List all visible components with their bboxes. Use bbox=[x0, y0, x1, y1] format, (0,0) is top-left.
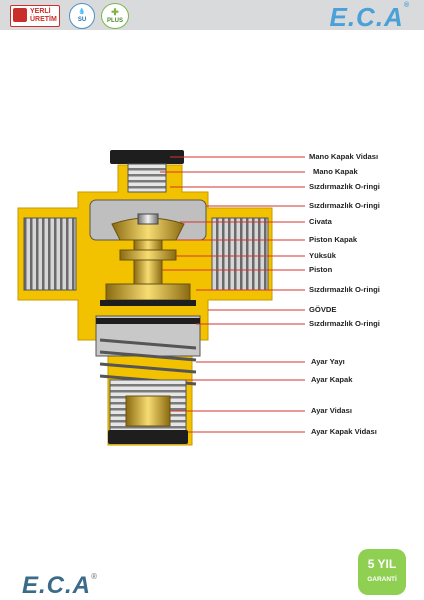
label-oring-3: Sızdırmazlık O-ringi bbox=[309, 285, 380, 294]
label-adjust-cap: Ayar Kapak bbox=[311, 375, 353, 384]
label-adjust-cap-screw: Ayar Kapak Vidası bbox=[311, 427, 377, 436]
label-mano-cap-screw: Mano Kapak Vidası bbox=[309, 152, 379, 161]
label-piston: Piston bbox=[309, 265, 333, 274]
hygiene-plus-label: PLUS bbox=[106, 18, 123, 24]
eca-logo-bottom: E.C.A® bbox=[22, 572, 98, 599]
warranty-label: GARANTİ bbox=[367, 576, 397, 583]
piston-stem bbox=[133, 239, 163, 287]
local-production-badge: YERLİ ÜRETİM bbox=[10, 5, 60, 27]
right-port-thread bbox=[211, 217, 269, 291]
warranty-years: 5 YIL bbox=[367, 557, 397, 571]
mano-cap-screw bbox=[110, 150, 184, 164]
hygiene-plus-badge: ✚ PLUS bbox=[101, 3, 129, 29]
label-thimble: Yüksük bbox=[309, 251, 337, 260]
turkish-flag-icon bbox=[13, 8, 27, 22]
label-mano-cap: Mano Kapak bbox=[313, 167, 358, 176]
adjust-cap-screw bbox=[108, 430, 188, 444]
piston-base bbox=[105, 283, 191, 301]
label-oring-1: Sızdırmazlık O-ringi bbox=[309, 182, 380, 191]
lower-oring bbox=[96, 318, 200, 324]
water-drop-icon: 💧 bbox=[78, 9, 86, 15]
left-port-thread bbox=[23, 217, 77, 291]
piston-cap bbox=[111, 217, 185, 241]
label-oring-2: Sızdırmazlık O-ringi bbox=[309, 201, 380, 210]
label-piston-cap: Piston Kapak bbox=[309, 235, 358, 244]
adjust-screw bbox=[125, 395, 171, 427]
warranty-badge: 5 YIL GARANTİ bbox=[358, 549, 406, 595]
label-adjust-spring: Ayar Yayı bbox=[311, 357, 345, 366]
label-adjust-screw: Ayar Vidası bbox=[311, 406, 352, 415]
mano-cap bbox=[127, 163, 167, 193]
local-production-line1: YERLİ bbox=[30, 8, 51, 15]
plus-icon: ✚ bbox=[111, 7, 119, 17]
mid-oring bbox=[100, 300, 196, 306]
thimble bbox=[119, 249, 177, 261]
label-body: GÖVDE bbox=[309, 305, 337, 314]
top-bar: YERLİ ÜRETİM 💧 SU ✚ PLUS E.C.A® bbox=[0, 0, 424, 32]
water-badge: 💧 SU bbox=[69, 3, 95, 29]
local-production-line2: ÜRETİM bbox=[30, 16, 57, 23]
eca-logo-top: E.C.A® bbox=[329, 2, 410, 32]
label-oring-4: Sızdırmazlık O-ringi bbox=[309, 319, 380, 328]
bolt bbox=[137, 213, 159, 225]
adjust-spring bbox=[99, 338, 197, 386]
label-bolt: Civata bbox=[309, 217, 332, 226]
water-badge-label: SU bbox=[77, 17, 87, 23]
